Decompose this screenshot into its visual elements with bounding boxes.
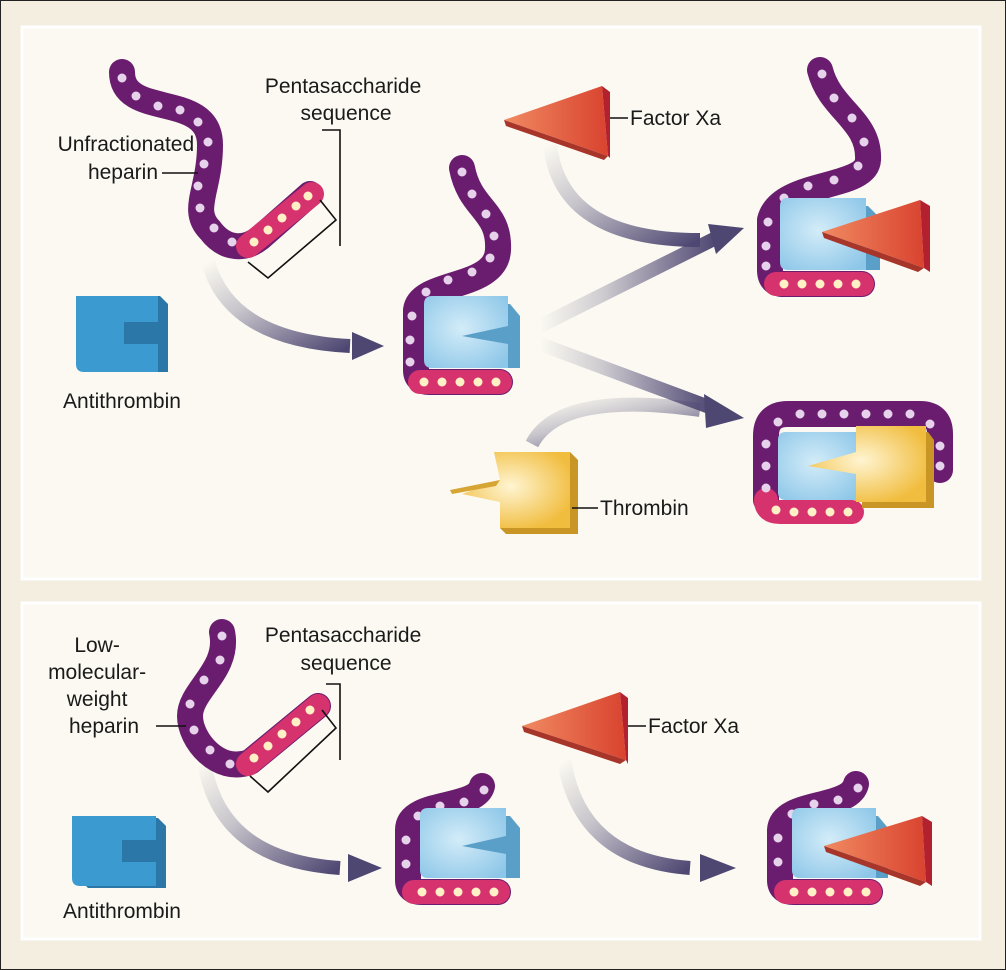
arrow-complex-to-xa-bottom xyxy=(526,758,736,882)
complex-with-thrombin xyxy=(753,401,953,524)
antithrombin-block xyxy=(76,296,168,372)
factor-xa-label-bottom: Factor Xa xyxy=(648,715,739,738)
unfractionated-heparin-chain xyxy=(109,59,324,260)
lmw-pentasaccharide-leader xyxy=(326,683,341,760)
antithrombin-block-bottom xyxy=(72,816,166,888)
unfractionated-heparin-label: Unfractionated heparin xyxy=(58,133,200,184)
pentasaccharide-label: Pentasaccharide sequence xyxy=(265,75,427,125)
thrombin-label: Thrombin xyxy=(600,497,689,520)
factor-xa-wedge-bottom xyxy=(522,692,628,764)
heparin-antithrombin-complex xyxy=(403,155,520,395)
lmw-heparin-chain xyxy=(177,619,331,778)
arrow-lmwh-to-complex xyxy=(174,758,382,882)
lmw-complex-with-factor-xa xyxy=(767,771,932,905)
factor-xa-wedge xyxy=(504,86,610,160)
lmw-heparin-antithrombin-complex xyxy=(395,773,520,905)
arrow-heparin-to-complex xyxy=(178,259,384,360)
antithrombin-label-bottom: Antithrombin xyxy=(63,900,181,923)
lmw-pentasaccharide-bracket xyxy=(249,709,338,794)
lmw-heparin-label: Low- molecular- weight heparin xyxy=(48,634,152,738)
pentasaccharide-bracket xyxy=(247,199,338,280)
arrow-complex-to-xa xyxy=(536,143,744,333)
pentasaccharide-leader xyxy=(322,129,341,246)
thrombin-block xyxy=(450,452,578,534)
factor-xa-label: Factor Xa xyxy=(630,107,721,130)
lmw-pentasaccharide-label: Pentasaccharide sequence xyxy=(265,624,427,675)
complex-with-factor-xa xyxy=(757,57,930,297)
antithrombin-label: Antithrombin xyxy=(63,390,181,413)
arrow-complex-to-thrombin xyxy=(525,337,744,448)
